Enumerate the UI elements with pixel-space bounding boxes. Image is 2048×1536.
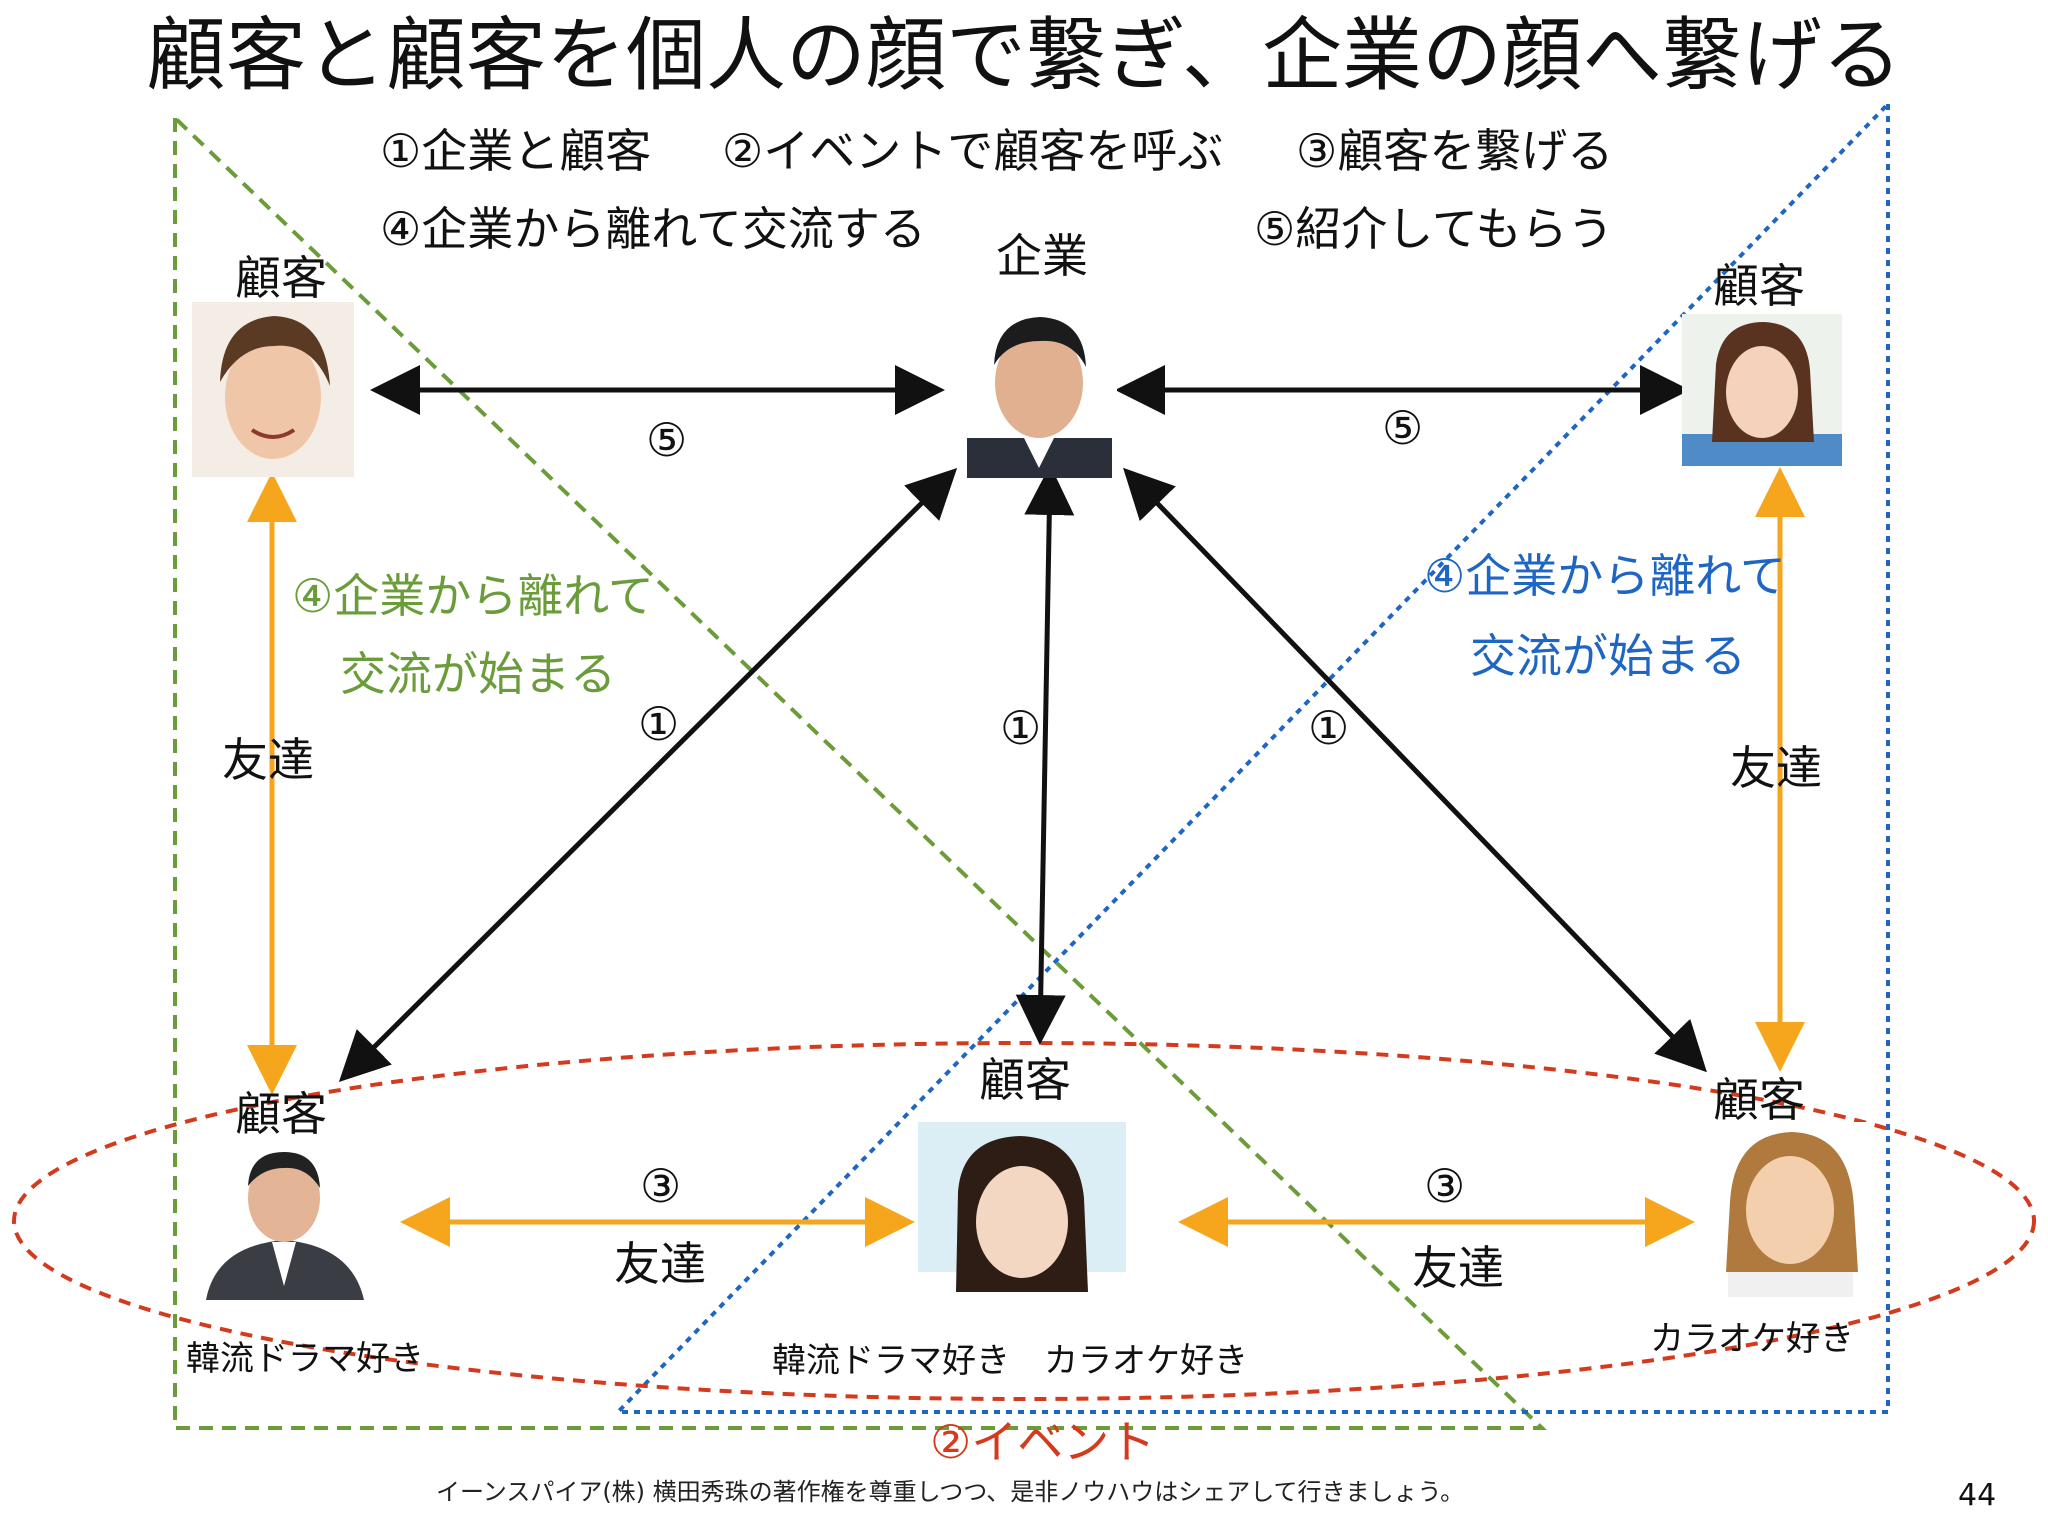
person-icon: [206, 1152, 364, 1300]
green-annotation-line1: ④企業から離れて: [292, 569, 654, 623]
person-icon: [967, 317, 1112, 478]
friend-label-bottom-left: 友達: [614, 1237, 706, 1291]
customer-label-top-left: 顧客: [235, 251, 327, 305]
hobby-bottom-left: 韓流ドラマ好き: [186, 1339, 424, 1379]
step-2: ②イベントで顧客を呼ぶ: [722, 124, 1224, 178]
person-icon: [1726, 1132, 1858, 1297]
blue-dotted-triangle: [613, 99, 1890, 1414]
copyright-footer: イーンスパイア(株) 横田秀珠の著作権を尊重しつつ、是非ノウハウはシェアして行き…: [436, 1478, 1465, 1506]
person-icon: [220, 316, 330, 459]
edge-label-link-left: ①: [638, 697, 680, 751]
edge-label-connect-right: ③: [1424, 1159, 1466, 1213]
arrow-company-bottom-left: [338, 467, 958, 1083]
edge-label-connect-left: ③: [640, 1159, 682, 1213]
arrow-company-bottom-center: [1015, 465, 1075, 1045]
friend-label-left: 友達: [222, 733, 314, 787]
hobby-bottom-center: 韓流ドラマ好き カラオケ好き: [772, 1341, 1248, 1381]
customer-photo-bottom-left: [186, 1136, 383, 1300]
edge-label-referral-right: ⑤: [1382, 401, 1424, 455]
friend-label-right: 友達: [1730, 741, 1822, 795]
company-photo: [962, 303, 1117, 478]
event-label: ②イベント: [930, 1415, 1156, 1469]
blue-annotation-line1: ④企業から離れて: [1424, 549, 1786, 603]
customer-label-top-right: 顧客: [1713, 259, 1805, 313]
edge-label-link-right: ①: [1308, 701, 1350, 755]
page-title: 顧客と顧客を個人の顔で繋ぎ、企業の顔へ繋げる: [146, 9, 1902, 102]
step-3: ③顧客を繋げる: [1296, 124, 1614, 178]
person-icon: [918, 1136, 1126, 1328]
step-4: ④企業から離れて交流する: [380, 202, 926, 256]
page-number: 44: [1958, 1478, 1997, 1513]
company-label: 企業: [996, 229, 1088, 283]
hobby-bottom-right: カラオケ好き: [1650, 1319, 1854, 1359]
customer-label-bottom-center: 顧客: [979, 1053, 1071, 1107]
step-5: ⑤紹介してもらう: [1254, 202, 1614, 256]
customer-photo-bottom-center: [918, 1122, 1126, 1328]
customer-label-bottom-left: 顧客: [235, 1087, 327, 1141]
blue-annotation-line2: 交流が始まる: [1470, 629, 1746, 683]
customer-label-bottom-right: 顧客: [1713, 1073, 1805, 1127]
edge-label-link-center: ①: [1000, 701, 1042, 755]
step-1: ①企業と顧客: [380, 124, 652, 178]
customer-photo-top-left: [192, 302, 354, 477]
edge-label-referral-left: ⑤: [646, 413, 688, 467]
person-icon: [1682, 322, 1842, 466]
friend-label-bottom-right: 友達: [1412, 1241, 1504, 1295]
green-annotation-line2: 交流が始まる: [340, 647, 616, 701]
customer-photo-top-right: [1682, 314, 1842, 466]
arrow-company-bottom-right: [1123, 467, 1707, 1073]
customer-photo-bottom-right: [1708, 1122, 1873, 1297]
